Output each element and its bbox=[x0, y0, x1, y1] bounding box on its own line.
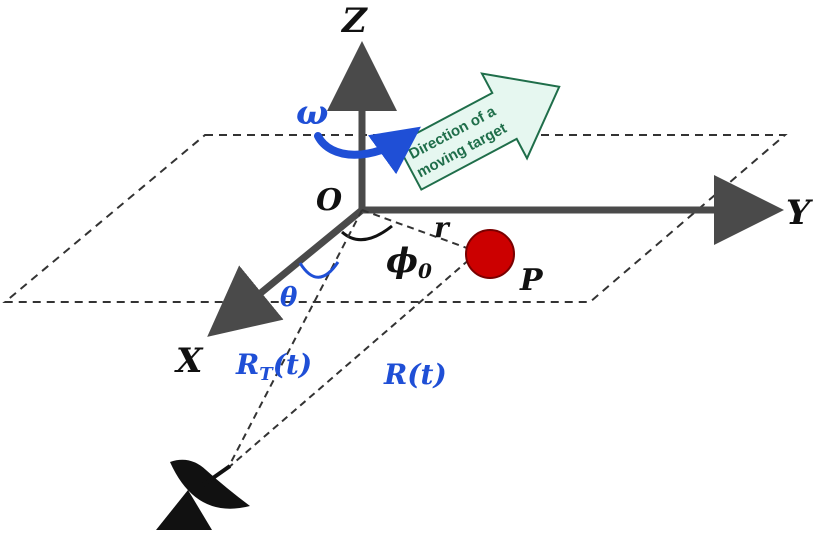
phi-subscript: 0 bbox=[418, 259, 432, 283]
radius-line bbox=[361, 209, 479, 253]
rt-label: RT(t) bbox=[235, 348, 312, 385]
y-axis-label: Y bbox=[786, 193, 813, 233]
rt-main: R bbox=[235, 348, 259, 381]
theta-symbol: θ bbox=[280, 283, 298, 313]
r-argument: (t) bbox=[407, 358, 446, 391]
r-label: R(t) bbox=[383, 358, 447, 391]
omega-rotation-arrow bbox=[314, 126, 421, 175]
rt-subscript: T bbox=[259, 364, 274, 385]
z-axis-label: Z bbox=[340, 1, 368, 41]
target-direction-arrow: Direction of a moving target bbox=[395, 72, 561, 191]
omega-symbol: ω bbox=[296, 93, 328, 133]
rt-argument: (t) bbox=[273, 348, 312, 381]
r-main: R bbox=[383, 358, 407, 391]
point-label: P bbox=[519, 263, 544, 298]
x-axis bbox=[207, 207, 365, 337]
target-point bbox=[465, 229, 515, 279]
theta-angle-arc bbox=[298, 261, 340, 279]
origin-label: O bbox=[316, 183, 342, 218]
radar-antenna-icon bbox=[156, 459, 250, 530]
phi0-label: ϕ0 bbox=[386, 241, 432, 283]
x-axis-label: X bbox=[174, 341, 204, 381]
rt-line bbox=[227, 209, 363, 469]
r-symbol: r bbox=[434, 211, 451, 244]
phi0-angle-arc bbox=[340, 224, 393, 242]
phi-symbol: ϕ bbox=[386, 241, 418, 281]
